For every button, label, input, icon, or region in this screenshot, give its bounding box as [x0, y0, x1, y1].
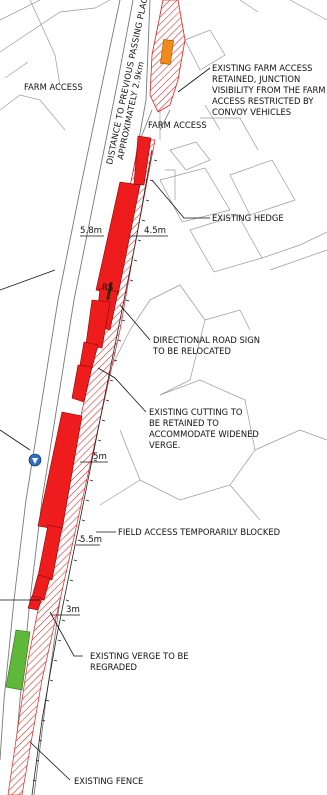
- green-area: [5, 629, 31, 691]
- svg-text:ACCOMMODATE WIDENED: ACCOMMODATE WIDENED: [149, 429, 259, 439]
- road-edge-west-outer: [0, 0, 121, 761]
- svg-text:TO BE RELOCATED: TO BE RELOCATED: [152, 346, 231, 356]
- callout-existing-hedge: EXISTING HEDGE: [212, 213, 284, 223]
- svg-text:ACCESS RESTRICTED BY: ACCESS RESTRICTED BY: [212, 96, 314, 106]
- widening-block-3: [85, 299, 111, 349]
- svg-text:VISIBILITY FROM THE FARM: VISIBILITY FROM THE FARM: [212, 85, 326, 95]
- widening-block-7: [37, 524, 63, 581]
- svg-text:DIRECTIONAL ROAD SIGN: DIRECTIONAL ROAD SIGN: [153, 335, 260, 345]
- dim-3m: 3m: [66, 605, 80, 615]
- rs-road-sign-marker: [106, 281, 113, 301]
- existing-fence: [31, 149, 158, 795]
- farm-access-spur: [139, 0, 186, 141]
- widening-block-5: [71, 364, 93, 403]
- svg-text:RETAINED, JUNCTION: RETAINED, JUNCTION: [212, 74, 300, 84]
- callout-verge-regrade: EXISTING VERGE TO BE REGRADED: [90, 651, 189, 672]
- widening-block-8: [31, 574, 51, 601]
- dim-5-8m: 5.8m: [80, 226, 102, 236]
- widening-block-9: [27, 595, 43, 611]
- svg-text:VERGE.: VERGE.: [149, 440, 180, 450]
- callout-existing-fence: EXISTING FENCE: [74, 776, 143, 786]
- farm-access-label-left: FARM ACCESS: [24, 82, 83, 92]
- leader-lines: [0, 67, 211, 781]
- farm-access-label-mid: FARM ACCESS: [148, 120, 207, 130]
- svg-text:EXISTING CUTTING TO: EXISTING CUTTING TO: [149, 407, 243, 417]
- rs-label: RS: [102, 282, 113, 292]
- background-linework: [0, 0, 327, 521]
- dim-5-5m: 5.5m: [80, 535, 102, 545]
- callout-farm-access: EXISTING FARM ACCESS RETAINED, JUNCTION …: [212, 63, 326, 117]
- svg-text:EXISTING VERGE TO BE: EXISTING VERGE TO BE: [90, 651, 189, 661]
- callout-field-access: FIELD ACCESS TEMPORARILY BLOCKED: [118, 527, 280, 537]
- widening-block-1: [95, 181, 141, 296]
- widening-top: [133, 135, 152, 186]
- hatched-verge: [7, 139, 156, 795]
- blue-location-marker: [28, 453, 42, 467]
- callout-road-sign: DIRECTIONAL ROAD SIGN TO BE RELOCATED: [152, 335, 260, 356]
- dimension-lines: [0, 235, 168, 616]
- svg-text:EXISTING FARM ACCESS: EXISTING FARM ACCESS: [212, 63, 313, 73]
- dim-4-5m: 4.5m: [144, 226, 166, 236]
- widening-areas: [27, 135, 152, 611]
- callout-existing-cutting: EXISTING CUTTING TO BE RETAINED TO ACCOM…: [149, 407, 259, 450]
- svg-text:BE RETAINED TO: BE RETAINED TO: [149, 418, 219, 428]
- widening-block-6: [37, 411, 83, 531]
- svg-text:CONVOY VEHICLES: CONVOY VEHICLES: [212, 107, 291, 117]
- dim-5m: 5m: [93, 452, 107, 462]
- orange-hardstanding: [160, 39, 174, 65]
- svg-text:REGRADED: REGRADED: [90, 662, 137, 672]
